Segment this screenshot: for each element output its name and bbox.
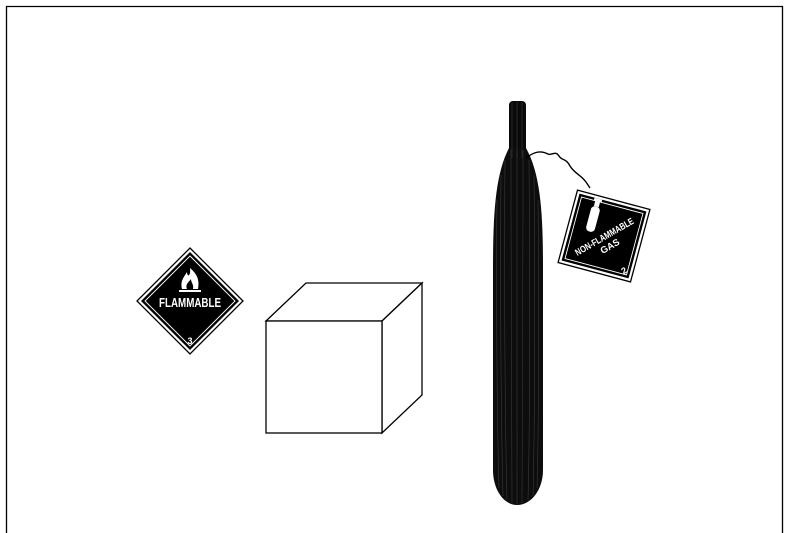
non-flammable-class-number: 2	[619, 265, 628, 276]
flame-icon	[179, 268, 201, 292]
box-cube	[264, 281, 424, 435]
non-flammable-gas-placard: NON-FLAMMABLE GAS 2	[557, 189, 651, 283]
gas-cylinder-icon	[586, 197, 603, 232]
page-frame	[5, 5, 784, 533]
gas-cylinder	[493, 101, 543, 505]
flammable-placard: FLAMMABLE 3	[136, 247, 244, 355]
flammable-label: FLAMMABLE	[159, 296, 221, 310]
flammable-class-number: 3	[187, 336, 192, 346]
tag-wire	[525, 151, 591, 189]
